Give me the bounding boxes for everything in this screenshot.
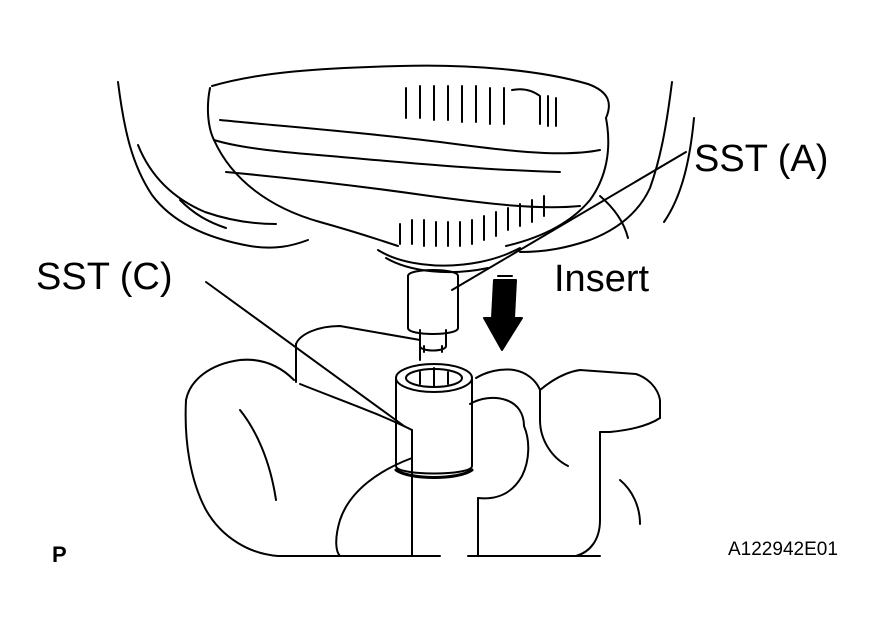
down-arrow-icon [483,275,523,351]
sst-c-label: SST (C) [36,256,173,298]
sst-a-leader-line [451,151,687,291]
insert-label: Insert [554,258,650,300]
sst-a-label: SST (A) [694,138,829,180]
figure-id: A122942E01 [728,539,838,560]
sst-c-cylinder [394,363,474,479]
vise [184,325,661,557]
page-mark: P [52,542,67,567]
right-hand [519,81,695,253]
alternator [206,64,610,274]
left-hand [117,81,309,249]
sst-c-leader-line [205,281,405,427]
